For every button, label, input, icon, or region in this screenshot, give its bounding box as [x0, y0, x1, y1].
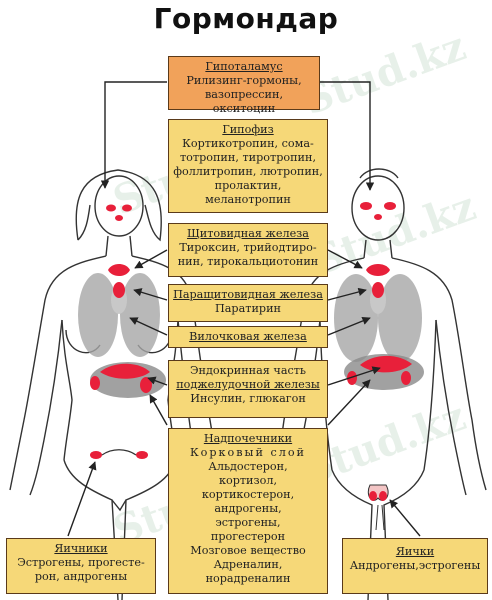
- male-organs: [334, 202, 424, 531]
- ovaries-heading: Яичники: [54, 542, 108, 555]
- pancreas-heading-2: поджелудочной железы: [176, 378, 320, 391]
- adrenal-box: Надпочечники Корковый слой Альдостерон, …: [168, 428, 328, 594]
- hypothalamus-heading: Гипоталамус: [205, 60, 283, 73]
- arrows: [67, 81, 421, 537]
- pancreas-heading-1: Эндокринная часть: [189, 364, 307, 377]
- female-organs: [78, 204, 166, 459]
- thyroid-box: Щитовидная железа Тироксин, трийодтиро-н…: [168, 223, 328, 277]
- pancreas-box: Эндокринная часть поджелудочной железы И…: [168, 360, 328, 418]
- ovaries-box: Яичники Эстрогены, прогесте-рон, андроге…: [6, 538, 156, 594]
- adrenal-line: эстрогены,: [215, 516, 281, 529]
- adrenal-line: кортикостерон,: [201, 488, 295, 501]
- adrenal-line: кортизол,: [218, 474, 278, 487]
- parathyroid-box: Паращитовидная железа Паратирин: [168, 284, 328, 322]
- adrenal-line: андрогены,: [214, 502, 282, 515]
- pituitary-heading: Гипофиз: [222, 123, 274, 136]
- pancreas-hormones: Инсулин, глюкагон: [190, 392, 306, 405]
- adrenal-line: Альдостерон,: [208, 460, 288, 473]
- testes-hormones: Андрогены,эстрогены: [349, 559, 481, 572]
- adrenal-heading: Надпочечники: [203, 432, 293, 445]
- page-title: Гормондар: [153, 2, 339, 35]
- thyroid-hormones: Тироксин, трийодтиро-нин, тирокальциотон…: [177, 241, 319, 268]
- hypothalamus-box: Гипоталамус Рилизинг-гормоны, вазопресси…: [168, 56, 320, 115]
- parathyroid-hormones: Паратирин: [215, 302, 281, 315]
- adrenal-line: прогестерон: [210, 530, 286, 543]
- parathyroid-heading: Паращитовидная железа: [173, 288, 323, 301]
- hypothalamus-hormones: Рилизинг-гормоны, вазопрессин, окситоцин: [186, 74, 302, 115]
- ovaries-hormones: Эстрогены, прогесте-рон, андрогены: [17, 556, 145, 583]
- adrenal-line: Корковый слой: [189, 446, 307, 459]
- thymus-box: Вилочковая железа: [168, 326, 328, 348]
- testes-box: Яички Андрогены,эстрогены: [342, 538, 488, 594]
- thymus-heading: Вилочковая железа: [189, 330, 307, 343]
- pituitary-hormones: Кортикотропин, сома-тотропин, тиротропин…: [173, 137, 323, 206]
- adrenal-line: норадреналин: [205, 572, 291, 585]
- thyroid-heading: Щитовидная железа: [187, 227, 309, 240]
- pituitary-box: Гипофиз Кортикотропин, сома-тотропин, ти…: [168, 119, 328, 213]
- testes-heading: Яички: [395, 545, 435, 558]
- adrenal-line: Адреналин,: [213, 558, 283, 571]
- adrenal-line: Мозговое вещество: [190, 544, 306, 557]
